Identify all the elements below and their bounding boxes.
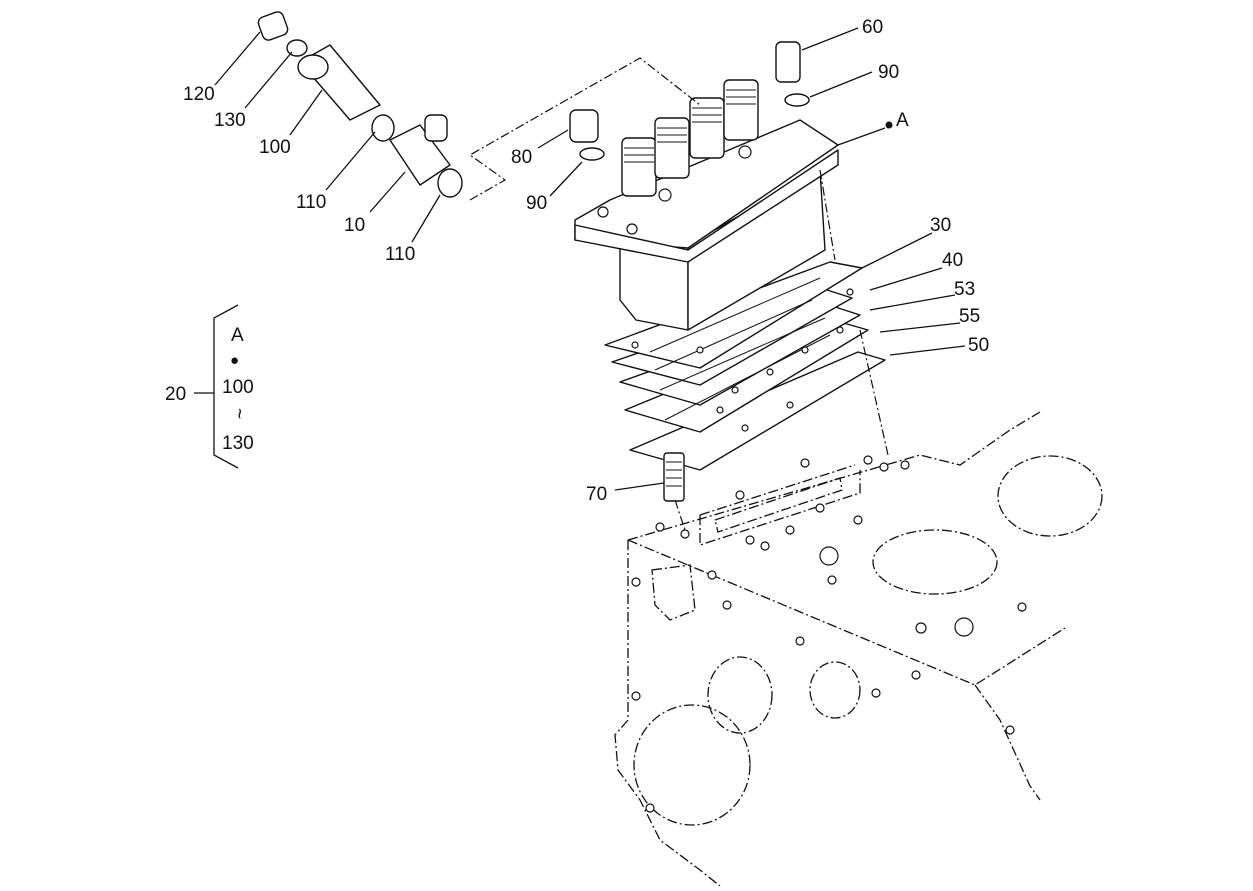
callout-70: 70 — [586, 484, 607, 505]
group-line-100: 100 — [222, 377, 254, 398]
callout-90-upper: 90 — [878, 62, 899, 83]
injection-pump — [574, 79, 839, 331]
callout-labels: 120 130 100 110 10 110 80 90 60 90 A 30 … — [183, 17, 989, 505]
callout-120: 120 — [183, 84, 215, 105]
group-line-a: A — [231, 325, 244, 346]
callout-100: 100 — [259, 137, 291, 158]
callout-50: 50 — [968, 335, 989, 356]
callout-80: 80 — [511, 147, 532, 168]
guide-lines — [468, 57, 889, 531]
callout-a: A — [896, 110, 909, 131]
callout-110: 110 — [296, 192, 326, 213]
group-label-20: 20 — [165, 384, 186, 405]
group-bracket — [194, 304, 239, 469]
callout-30: 30 — [930, 215, 951, 236]
stud-70 — [663, 452, 685, 502]
callout-10: 10 — [344, 215, 365, 236]
callout-130: 130 — [214, 110, 246, 131]
group-line-dot: ● — [230, 352, 239, 369]
reference-dot — [885, 121, 893, 129]
callout-110-lower: 110 — [385, 244, 415, 265]
group-legend: 20 A ● 100 ~ 130 — [165, 325, 254, 454]
engine-block — [614, 411, 1103, 887]
group-line-130: 130 — [222, 433, 254, 454]
callout-90: 90 — [526, 193, 547, 214]
callout-60: 60 — [862, 17, 883, 38]
fitting-parts — [257, 11, 810, 198]
callout-55: 55 — [959, 306, 980, 327]
callout-53: 53 — [954, 279, 975, 300]
leader-lines — [214, 27, 966, 491]
group-line-tilde: ~ — [228, 408, 249, 419]
callout-40: 40 — [942, 250, 963, 271]
